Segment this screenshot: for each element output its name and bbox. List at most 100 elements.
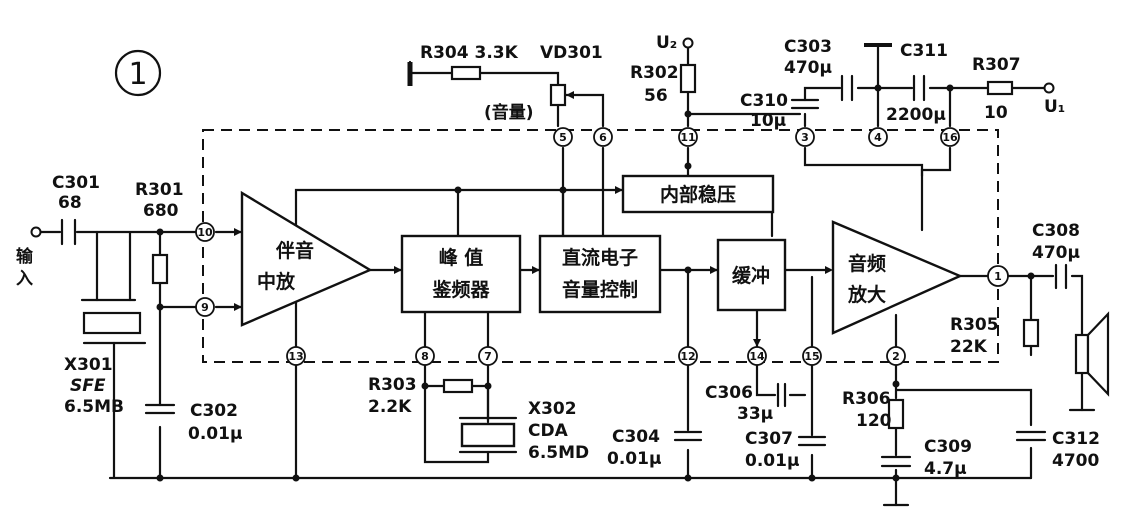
dc-volume-label-2: 音量控制 — [562, 278, 638, 301]
c312: C312 4700 — [1015, 429, 1100, 471]
x302-body — [460, 422, 516, 448]
pin-11: 11 — [678, 127, 698, 147]
r305-value: 22K — [950, 337, 988, 357]
pin-8-label: 8 — [421, 350, 429, 363]
x301-ref: X301 — [64, 355, 113, 375]
c308-ref: C308 — [1032, 221, 1080, 241]
junction-dot — [684, 110, 692, 118]
junction-dot — [559, 186, 567, 194]
pin-16: 16 — [940, 127, 960, 147]
c303-plates — [840, 74, 854, 102]
audio-amp-label-1: 音频 — [848, 252, 886, 275]
junction-dot — [684, 162, 692, 170]
pin-5-label: 5 — [559, 131, 567, 144]
pin-7: 7 — [478, 346, 498, 366]
wire-amp1-inputs — [214, 230, 244, 309]
volume-label: (音量) — [484, 102, 534, 123]
c310-ref: C310 — [740, 91, 788, 111]
c312-plates — [1015, 430, 1047, 442]
r302-ref: R302 — [630, 63, 679, 83]
r305-ref: R305 — [950, 315, 999, 335]
r303-value: 2.2K — [368, 397, 412, 417]
pin-16-label: 16 — [942, 131, 958, 144]
c306-ref: C306 — [705, 383, 753, 403]
arrow-pin14 — [753, 339, 761, 347]
r307-body — [986, 80, 1014, 96]
junction-dot — [421, 382, 429, 390]
c303: C303 470μ — [784, 37, 854, 102]
c307-value: 0.01μ — [745, 451, 799, 471]
if-amp-label-2: 中放 — [257, 270, 296, 293]
pin-14-label: 14 — [749, 350, 765, 363]
pin-6: 6 — [593, 127, 613, 147]
x301-plates — [80, 298, 147, 345]
pin-3-label: 3 — [801, 131, 809, 144]
r306-body — [887, 398, 905, 430]
junction-dot — [892, 474, 900, 482]
pin-4-label: 4 — [874, 131, 882, 144]
arrow-discriminator — [394, 266, 402, 274]
r302-value: 56 — [644, 86, 668, 106]
r306-ref: R306 — [842, 389, 891, 409]
junction-dot — [292, 474, 300, 482]
junction-dot — [684, 474, 692, 482]
junction-dot — [484, 382, 492, 390]
c311-ref: C311 — [900, 41, 948, 61]
r307-value: 10 — [984, 103, 1008, 123]
pin-9-label: 9 — [201, 301, 209, 314]
input-label-char-2: 入 — [16, 269, 33, 289]
buffer-box — [716, 238, 787, 312]
vd301-arrow — [566, 91, 574, 99]
u2-terminal-circle — [682, 37, 694, 49]
c310-value: 10μ — [750, 111, 786, 131]
pin-15-label: 15 — [804, 350, 819, 363]
r301-value: 680 — [143, 201, 179, 221]
wire-r302 — [686, 46, 807, 128]
x302-ref: X302 — [528, 399, 577, 419]
block-discriminator: 峰 值 鉴频器 — [400, 234, 522, 314]
c303-ref: C303 — [784, 37, 832, 57]
pin-10-label: 10 — [197, 226, 213, 239]
r303: R303 2.2K — [368, 375, 474, 417]
r305-body — [1022, 318, 1040, 348]
pin-2-label: 2 — [892, 350, 900, 363]
arrow-dc-volume — [532, 266, 540, 274]
r307-ref: R307 — [972, 55, 1021, 75]
wires — [38, 43, 1084, 507]
junction-dot — [946, 84, 954, 92]
wire-input — [38, 230, 207, 302]
c306: C306 33μ — [705, 382, 787, 424]
u2-label: U₂ — [656, 33, 677, 53]
c307-plates — [797, 435, 827, 447]
input-terminal-circle — [30, 226, 42, 238]
audio-amp-label-2: 放大 — [847, 283, 886, 306]
c304-plates — [673, 430, 703, 442]
wire-output — [1006, 274, 1084, 357]
c302-plates — [144, 403, 176, 415]
junction-dot — [454, 186, 462, 194]
c309: C309 4.7μ — [880, 437, 972, 507]
junction-dot — [874, 84, 882, 92]
pin-1-label: 1 — [994, 270, 1002, 283]
u1-label: U₁ — [1044, 97, 1065, 117]
pin-3: 3 — [795, 127, 815, 147]
block-dc-volume: 直流电子 音量控制 — [538, 234, 662, 314]
c304-ref: C304 — [612, 427, 660, 447]
c309-plates — [880, 455, 912, 468]
pin-13: 13 — [286, 346, 306, 366]
arrow-buffer — [710, 266, 718, 274]
r306-value: 120 — [856, 411, 892, 431]
discriminator-label-2: 鉴频器 — [431, 278, 490, 301]
input-terminal — [30, 226, 42, 238]
dc-volume-box — [538, 234, 662, 314]
wire-pin2 — [894, 313, 1033, 507]
pin-2: 2 — [886, 346, 906, 366]
x302: X302 CDA 6.5MD — [458, 399, 589, 463]
x302-plates — [458, 416, 518, 454]
x301: X301 SFE 6.5MB — [64, 298, 147, 417]
r304: R304 3.3K — [407, 43, 519, 86]
pin-12: 12 — [678, 346, 698, 366]
pin-7-label: 7 — [484, 350, 492, 363]
c302-ref: C302 — [190, 401, 238, 421]
r302-body — [679, 63, 697, 94]
